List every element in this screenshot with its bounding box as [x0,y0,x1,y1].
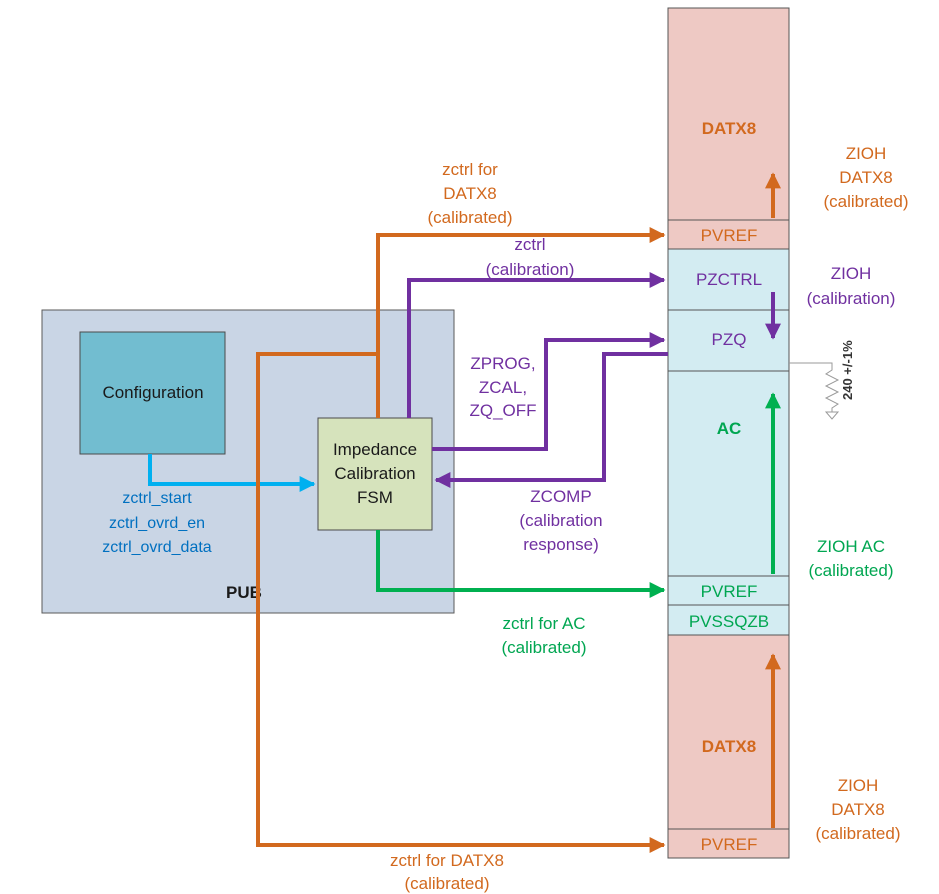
ac-block [667,370,790,577]
zprog-arrow [432,332,666,451]
zcomp-label-line3: response) [523,535,599,554]
zioh-calibration-label-line2: (calibration) [807,289,896,308]
zctrl-datx8-bottom-arrow [256,352,666,853]
pvref-bottom-label: PVREF [701,835,758,854]
zctrl-datx8-top-label-line2: DATX8 [443,184,497,203]
zioh-datx8-top-label-line1: ZIOH [846,144,887,163]
zctrl-ac-arrow [376,530,666,598]
datx8-bottom-block [667,634,790,830]
pzctrl-label: PZCTRL [696,270,762,289]
pvref-bottom-block [667,828,790,859]
config-signal-zctrl-ovrd-en: zctrl_ovrd_en [109,515,205,532]
zprog-label-line3: ZQ_OFF [469,401,536,420]
zctrl-calibration-label-line2: (calibration) [486,260,575,279]
config-signal-zctrl-start: zctrl_start [122,490,192,507]
datx8-bottom-label: DATX8 [702,737,756,756]
zctrl-datx8-bottom-label-line1: zctrl for DATX8 [390,851,504,870]
zioh-calibration-label-line1: ZIOH [831,264,872,283]
pvref-top-block [667,219,790,250]
resistor-value-label: 240 +/-1% [840,340,855,400]
pvssqzb-label: PVSSQZB [689,612,769,631]
zctrl-ac-label-line1: zctrl for AC [502,614,585,633]
pvref-top-label: PVREF [701,226,758,245]
zctrl-datx8-top-arrow [376,227,666,418]
zioh-ac-label-line1: ZIOH AC [817,537,885,556]
zctrl-calibration-arrow [407,272,666,418]
ac-label: AC [717,419,742,438]
datx8-top-block [667,7,790,221]
zioh-datx8-bottom-label-line1: ZIOH [838,776,879,795]
zprog-label-line2: ZCAL, [479,378,527,397]
zioh-datx8-bottom-label-line2: DATX8 [831,800,885,819]
zctrl-datx8-bottom-label-line2: (calibrated) [404,874,489,893]
zcomp-arrow [434,352,668,488]
datx8-top-label: DATX8 [702,119,756,138]
zcomp-label-line2: (calibration [519,511,602,530]
config-signal-zctrl-ovrd-data: zctrl_ovrd_data [102,539,211,556]
configuration-block [79,331,226,455]
fsm-label-line2: Calibration [334,464,415,483]
pzq-label: PZQ [712,330,747,349]
configuration-label: Configuration [102,383,203,402]
resistor-ground-icon [789,362,840,420]
pzq-block [667,309,790,372]
zprog-label-line1: ZPROG, [470,354,535,373]
zctrl-calibration-label-line1: zctrl [514,235,545,254]
zioh-datx8-bottom-label-line3: (calibrated) [815,824,900,843]
zioh-datx8-top-label-line2: DATX8 [839,168,893,187]
pvssqzb-block [667,604,790,636]
zctrl-datx8-top-label-line1: zctrl for [442,160,498,179]
fsm-label-line3: FSM [357,488,393,507]
zctrl-datx8-top-label-line3: (calibrated) [427,208,512,227]
zctrl-ac-label-line2: (calibrated) [501,638,586,657]
pvref-ac-block [667,575,790,606]
pzctrl-block [667,248,790,311]
pub-label: PUB [226,583,262,602]
zcomp-label-line1: ZCOMP [530,487,591,506]
zioh-datx8-top-label-line3: (calibrated) [823,192,908,211]
pvref-ac-label: PVREF [701,582,758,601]
zioh-ac-label-line2: (calibrated) [808,561,893,580]
fsm-label-line1: Impedance [333,440,417,459]
impedance-calibration-fsm-block [317,417,433,531]
